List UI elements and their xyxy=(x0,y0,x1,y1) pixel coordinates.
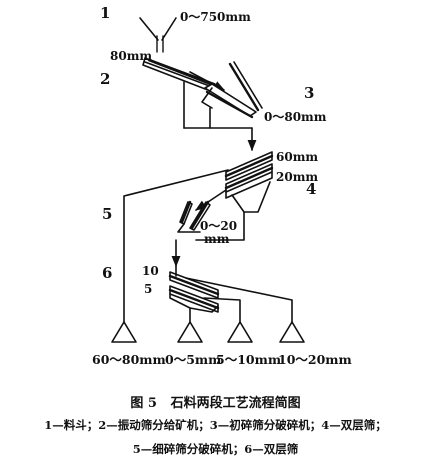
primary-output-label: 0～80mm xyxy=(264,110,327,124)
figure-title: 石料两段工艺流程简图 xyxy=(170,396,301,411)
screen1-under-line xyxy=(195,211,245,241)
label-screen2-number: 6 xyxy=(102,264,113,282)
figure-caption: 图 5 石料两段工艺流程简图 xyxy=(0,392,431,411)
deck-bottom-label: 20mm xyxy=(276,170,319,184)
vibrating-feeder-screen xyxy=(142,57,216,93)
output-label-10-20: 10～20mm xyxy=(278,352,352,367)
deck2-bottom-label: 5 xyxy=(144,282,153,296)
hopper xyxy=(139,17,177,53)
secondary-output-label: 0～20 xyxy=(200,219,238,233)
secondary-output-unit: mm xyxy=(204,232,230,246)
oversize-line xyxy=(123,169,229,323)
figure-number: 图 5 xyxy=(130,396,157,411)
product-pile-0-5 xyxy=(177,321,203,343)
deck-to-crusher-arrow xyxy=(195,189,227,211)
double-deck-screen-2 xyxy=(168,271,220,313)
primary-crusher xyxy=(201,61,263,119)
label-screen-number: 4 xyxy=(306,180,317,198)
double-deck-screen-1 xyxy=(224,151,274,213)
label-fine-crusher-number: 5 xyxy=(102,205,113,223)
screen1-cut-label: 80mm xyxy=(110,49,153,63)
legend-line-2: 5—细碎筛分破碎机；6—双层筛 xyxy=(132,442,299,456)
deck2-top-label: 10 xyxy=(142,264,159,278)
legend-line-1: 1—料斗；2—振动筛分给矿机；3—初碎筛分破碎机；4—双层筛； xyxy=(44,418,387,432)
label-hopper-number: 1 xyxy=(100,4,111,22)
label-feeder-number: 2 xyxy=(100,70,111,88)
output-label-5-10: 5～10mm xyxy=(216,352,282,367)
output-label-0-5: 0～5mm xyxy=(165,352,222,367)
output-label-60-80: 60～80mm xyxy=(92,352,166,367)
label-primary-crusher-number: 3 xyxy=(304,84,315,102)
branch-5-10 xyxy=(203,297,241,323)
fine-crusher xyxy=(177,200,211,233)
product-pile-10-20 xyxy=(279,321,305,343)
deck-top-label: 60mm xyxy=(276,150,319,164)
branch-10-20 xyxy=(185,277,293,323)
product-pile-60-80 xyxy=(111,321,137,343)
feed-size-label: 0～750mm xyxy=(180,10,251,24)
feed-arrow xyxy=(189,71,225,91)
product-pile-5-10 xyxy=(227,321,253,343)
